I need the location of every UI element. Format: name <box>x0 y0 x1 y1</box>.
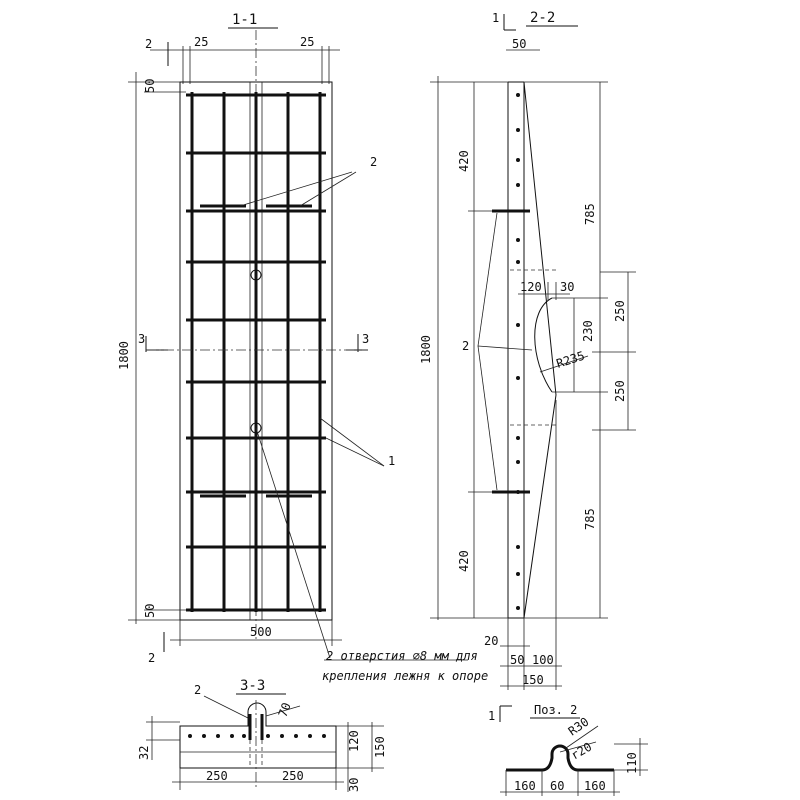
section-1-top-label: 1 <box>492 11 499 25</box>
view-2-2-title: 2-2 <box>530 10 555 26</box>
longitudinal-bars <box>190 92 322 612</box>
note-line-1: 2 отверстия ∅8 мм для <box>326 649 478 663</box>
view-1-1-title: 1-1 <box>232 12 257 28</box>
v33-dim-70: 70 <box>276 701 294 719</box>
pos-2-label: 2 <box>370 155 377 169</box>
v22-dim-150: 150 <box>522 673 544 687</box>
v22-dim-250-top: 250 <box>613 300 627 322</box>
v33-dim-250-left: 250 <box>206 769 228 783</box>
v22-dim-50-top: 50 <box>512 37 526 51</box>
dim-25-right: 25 <box>300 35 314 49</box>
hole-bottom <box>250 422 262 434</box>
v22-pos-2-label: 2 <box>462 339 469 353</box>
v33-dim-120: 120 <box>347 730 361 752</box>
v33-dim-32: 32 <box>137 746 151 760</box>
pos-1-label: 1 <box>388 454 395 468</box>
v33-dim-150: 150 <box>373 736 387 758</box>
poz2-dim-160-right: 160 <box>584 779 606 793</box>
v22-dim-1800: 1800 <box>419 335 433 364</box>
v22-dim-30: 30 <box>560 280 574 294</box>
dim-1800-left: 1800 <box>117 341 131 370</box>
view-3-3: 3-3 2 70 32 <box>137 678 387 792</box>
v22-dim-20: 20 <box>484 634 498 648</box>
section-outline <box>179 702 337 769</box>
v22-radius: R235 <box>555 349 587 371</box>
v22-dim-50: 50 <box>510 653 524 667</box>
v33-pos-2-label: 2 <box>194 683 201 697</box>
v22-dim-230: 230 <box>581 320 595 342</box>
transverse-bars <box>186 93 326 612</box>
v22-dim-120: 120 <box>520 280 542 294</box>
v22-dim-250-bottom: 250 <box>613 380 627 402</box>
section-3-right-label: 3 <box>362 332 369 346</box>
section-2-bottom-label: 2 <box>148 651 155 665</box>
dim-50-bottom: 50 <box>143 604 157 618</box>
rib-arc <box>534 297 553 393</box>
v22-dim-785-top: 785 <box>583 203 597 225</box>
poz2-dim-110: 110 <box>625 752 639 774</box>
v22-dim-420-top: 420 <box>457 150 471 172</box>
v22-dim-420-bottom: 420 <box>457 550 471 572</box>
view-1-1: 1-1 25 25 2 <box>117 12 468 665</box>
view-2-2: 1 2-2 50 <box>419 10 636 690</box>
poz2-title: Поз. 2 <box>534 703 577 717</box>
poz2-dim-160-left: 160 <box>514 779 536 793</box>
poz2-bent-bar <box>506 744 614 772</box>
v33-dim-30: 30 <box>347 778 361 792</box>
view-3-3-title: 3-3 <box>240 678 265 694</box>
v33-dim-250-right: 250 <box>282 769 304 783</box>
v22-dim-785-bottom: 785 <box>583 508 597 530</box>
dim-500: 500 <box>250 625 272 639</box>
section-3-left-label: 3 <box>138 332 145 346</box>
plate-bar-dots <box>516 93 520 610</box>
v22-dim-100: 100 <box>532 653 554 667</box>
poz2-section-mark: 1 <box>488 709 495 723</box>
poz2-dim-60: 60 <box>550 779 564 793</box>
poz2-r20: r20 <box>569 740 595 763</box>
view-poz-2: 1 Поз. 2 R30 r20 110 160 60 160 <box>488 703 648 796</box>
note-line-2: крепления лежня к опоре <box>322 669 488 683</box>
section-bar-dots <box>188 734 326 738</box>
section-2-top-label: 2 <box>145 37 152 51</box>
dim-50-top: 50 <box>143 79 157 93</box>
dim-25-left: 25 <box>194 35 208 49</box>
hole-top <box>250 269 262 281</box>
